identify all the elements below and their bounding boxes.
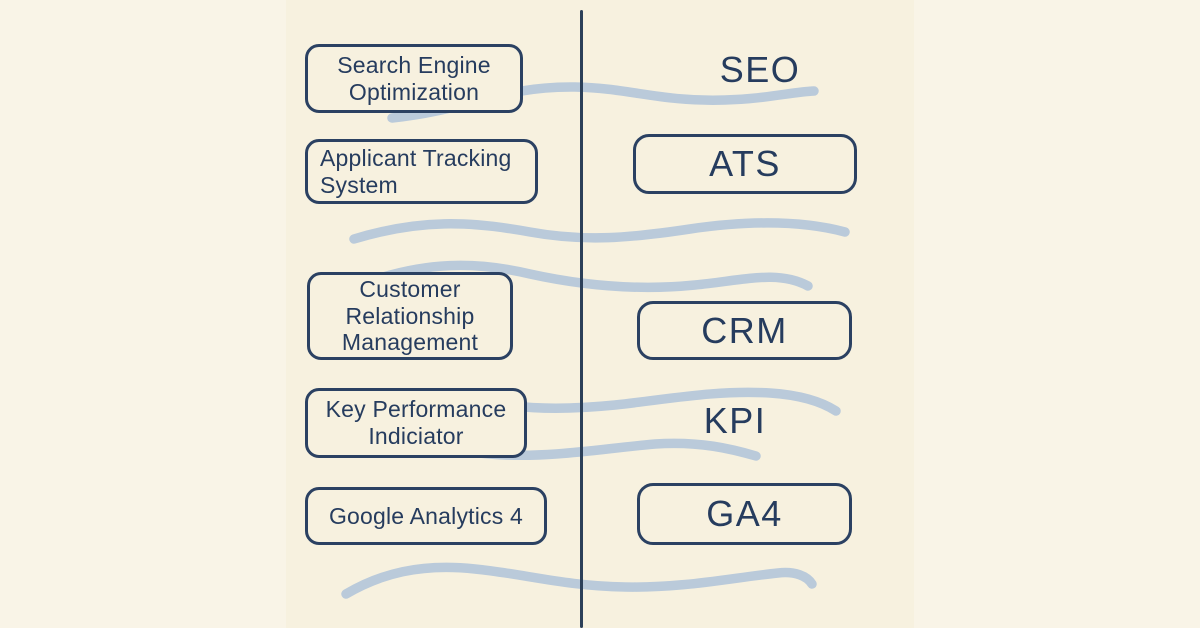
acronym-label: SEO bbox=[719, 49, 801, 90]
term-label: Applicant Tracking System bbox=[320, 144, 512, 198]
acronym-box-ats: ATS bbox=[633, 134, 857, 194]
term-label: Google Analytics 4 bbox=[328, 502, 524, 529]
term-box-applicant-tracking-system: Applicant Tracking System bbox=[305, 139, 538, 204]
term-label: Search Engine Optimization bbox=[337, 51, 491, 105]
wave-squiggle-bottom bbox=[341, 562, 817, 599]
acronym-kpi: KPI bbox=[665, 399, 805, 443]
acronym-label: ATS bbox=[709, 143, 781, 184]
acronym-seo: SEO bbox=[690, 48, 830, 92]
acronym-label: KPI bbox=[703, 400, 767, 441]
acronym-label: CRM bbox=[701, 309, 788, 351]
acronym-label: GA4 bbox=[706, 493, 783, 534]
term-box-google-analytics-4: Google Analytics 4 bbox=[305, 487, 547, 545]
wave-squiggle-third bbox=[363, 260, 813, 293]
term-label: Customer Relationship Management bbox=[341, 275, 479, 356]
acronym-box-crm: CRM bbox=[637, 301, 852, 360]
acronym-box-ga4: GA4 bbox=[637, 483, 852, 545]
term-box-search-engine-optimization: Search Engine Optimization bbox=[305, 44, 523, 113]
vertical-divider-line bbox=[580, 10, 583, 628]
term-label: Key Performance Indiciator bbox=[325, 396, 507, 449]
wave-squiggle-second bbox=[349, 218, 850, 244]
term-box-key-performance-indiciator: Key Performance Indiciator bbox=[305, 388, 527, 458]
term-box-customer-relationship-management: Customer Relationship Management bbox=[307, 272, 513, 360]
